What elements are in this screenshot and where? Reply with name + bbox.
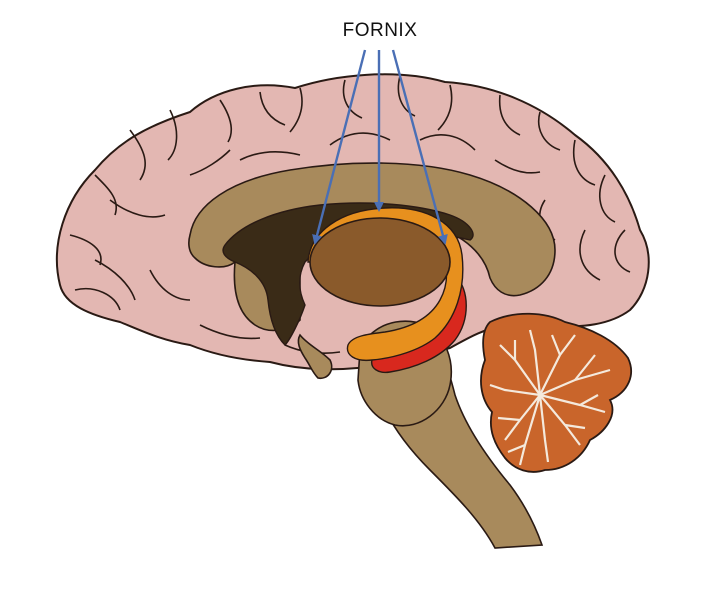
pointer-arrow-left — [312, 49, 367, 245]
cerebellum — [480, 312, 632, 473]
gyri-sulci-lines — [69, 75, 631, 354]
fornix-pointer-arrows — [312, 49, 448, 245]
third-ventricle-tail — [297, 333, 333, 380]
fornix-label: FORNIX — [342, 20, 418, 41]
pointer-arrow-right — [391, 49, 448, 245]
arbor-vitae — [489, 329, 611, 466]
thalamus — [309, 217, 451, 307]
